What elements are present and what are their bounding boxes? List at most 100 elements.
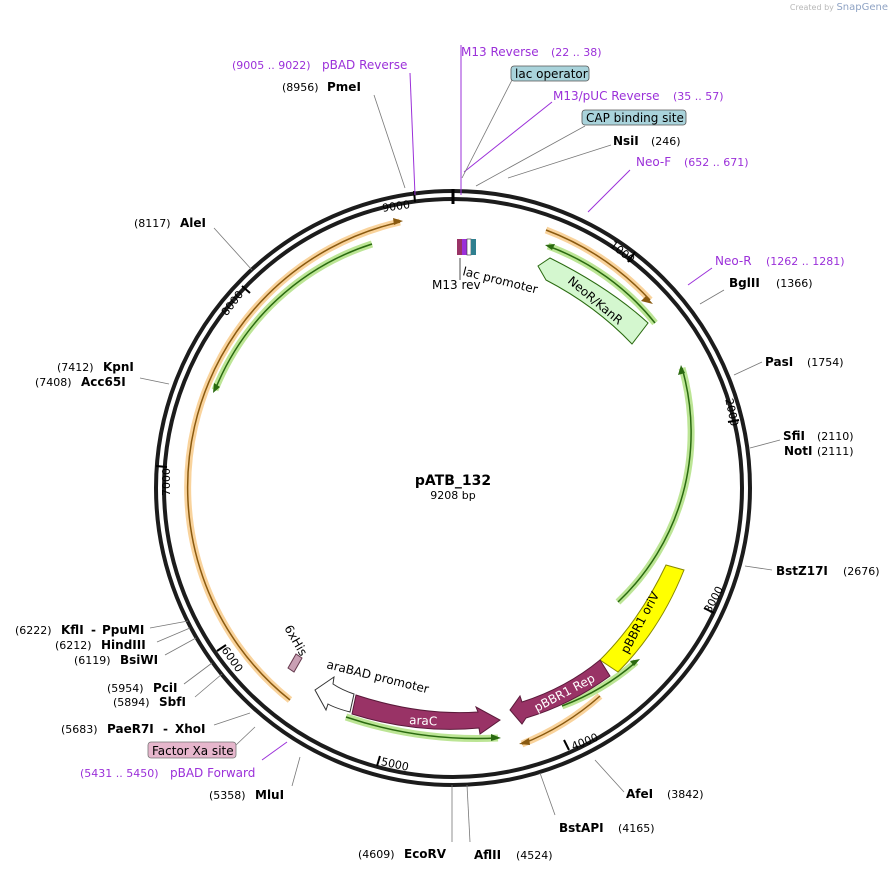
site-nsii[interactable]: NsiI (246) — [613, 134, 681, 148]
primer-marker — [462, 239, 467, 255]
misc-feature-factor-xa[interactable]: Factor Xa site — [147, 741, 237, 759]
site-bstapi[interactable]: BstAPI (4165) — [559, 821, 655, 835]
leader-afei — [594, 759, 625, 793]
site-bstapi-pos: (4165) — [618, 822, 655, 835]
site-bsiwi-pos: (6119) — [74, 654, 111, 667]
misc-feature-cap-site[interactable]: CAP binding site — [581, 109, 687, 126]
orf-head-green-right — [678, 365, 685, 375]
feature-6xhis[interactable]: 6xHis — [281, 623, 310, 673]
primer-neo-r[interactable]: Neo-R (1262 .. 1281) — [715, 254, 845, 268]
cap-site-label: CAP binding site — [586, 111, 684, 125]
site-bstz17i-name: BstZ17I — [776, 564, 828, 578]
site-pasi-name: PasI — [765, 355, 793, 369]
site-ecorv[interactable]: (4609) EcoRV — [358, 847, 447, 861]
site-kfli-ppumi[interactable]: (6222) KflI - PpuMI — [15, 623, 144, 637]
factor-xa-box — [147, 741, 237, 759]
site-bsiwi[interactable]: (6119) BsiWI — [74, 653, 158, 667]
leader-lines — [139, 45, 781, 843]
site-bstz17i[interactable]: BstZ17I (2676) — [776, 564, 880, 578]
leader-aflii — [466, 784, 471, 843]
primer-neo-f-name: Neo-F — [636, 155, 671, 169]
site-ecorv-name: EcoRV — [404, 847, 447, 861]
tick-mark-7000 — [155, 465, 168, 468]
tick-mark-4000 — [563, 739, 570, 751]
tick-mark-2000 — [727, 419, 740, 423]
orf-head-top-right — [641, 296, 653, 304]
plasmid-size: 9208 bp — [430, 489, 475, 502]
feature-lac-promoter-cluster[interactable]: M13 rev lac promoter — [432, 238, 539, 297]
site-kfli-name: KflI — [61, 623, 84, 637]
site-acc65i[interactable]: (7408) Acc65I — [35, 375, 126, 389]
site-kpni[interactable]: (7412) KpnI — [57, 360, 134, 374]
tick-mark-1000 — [627, 251, 636, 263]
site-noti[interactable]: NotI (2111) — [784, 444, 854, 458]
site-pmei[interactable]: (8956) PmeI — [282, 80, 361, 94]
primer-neo-r-name: Neo-R — [715, 254, 752, 268]
primer-neo-f[interactable]: Neo-F (652 .. 671) — [636, 155, 749, 169]
site-alei[interactable]: (8117) AleI — [134, 216, 206, 230]
site-afei[interactable]: AfeI (3842) — [626, 787, 704, 801]
site-pasi[interactable]: PasI (1754) — [765, 355, 844, 369]
site-aflii[interactable]: AflII (4524) — [474, 848, 553, 862]
site-noti-name: NotI — [784, 444, 813, 458]
site-hindiii[interactable]: (6212) HindIII — [55, 638, 146, 652]
site-xhoi-name: XhoI — [175, 722, 206, 736]
primer-pbad-forward-name: pBAD Forward — [170, 766, 255, 780]
arac-label: araC — [409, 713, 438, 728]
site-paer7i-name: PaeR7I — [107, 722, 154, 736]
primer-pbad-reverse[interactable]: (9005 .. 9022) pBAD Reverse — [232, 58, 407, 72]
primer-m13-reverse-pos: (22 .. 38) — [551, 46, 602, 59]
primer-m13-reverse[interactable]: M13 Reverse (22 .. 38) — [461, 45, 602, 59]
primer-pbad-forward[interactable]: (5431 .. 5450) pBAD Forward — [80, 766, 255, 780]
orf-line-green-right — [617, 367, 692, 603]
plasmid-name: pATB_132 — [415, 473, 491, 489]
site-acc65i-name: Acc65I — [81, 375, 126, 389]
tick-mark-5000 — [376, 755, 381, 767]
leader-sbfi — [194, 673, 223, 698]
site-sbfi[interactable]: (5894) SbfI — [113, 695, 186, 709]
misc-feature-lac-operator[interactable]: lac operator — [510, 65, 590, 82]
primer-m13puc-reverse[interactable]: M13/pUC Reverse (35 .. 57) — [553, 89, 724, 103]
tick-mark-3000 — [703, 607, 715, 614]
orf-head-left — [393, 218, 403, 225]
cap-site-marker — [471, 239, 476, 255]
orange-orfs — [184, 218, 653, 748]
orf-line-top-right — [545, 229, 651, 301]
site-bstz17i-pos: (2676) — [843, 565, 880, 578]
site-pasi-pos: (1754) — [807, 356, 844, 369]
pbbr1-oriv-box — [599, 564, 685, 673]
site-bglii[interactable]: BglII (1366) — [729, 276, 813, 290]
site-mlui[interactable]: (5358) MluI — [209, 788, 284, 802]
feature-arac[interactable]: araC — [351, 694, 501, 735]
site-hindiii-name: HindIII — [101, 638, 146, 652]
site-bglii-name: BglII — [729, 276, 760, 290]
site-kpni-name: KpnI — [103, 360, 134, 374]
factor-xa-label: Factor Xa site — [152, 744, 234, 758]
primer-m13puc-reverse-pos: (35 .. 57) — [673, 90, 724, 103]
site-paer7i-xhoi[interactable]: (5683) PaeR7I - XhoI — [61, 722, 206, 736]
primer-neo-f-pos: (652 .. 671) — [684, 156, 749, 169]
primer-m13-reverse-name: M13 Reverse — [461, 45, 539, 59]
orf-glow-green-right — [615, 367, 695, 605]
leader-mlui — [291, 756, 301, 787]
orf-head-green-bottom — [491, 734, 501, 741]
tick-label-9000: 9000 — [381, 198, 411, 215]
orf-line-green-bottom — [345, 716, 499, 740]
cap-site-box — [581, 109, 687, 126]
site-pmei-pos: (8956) — [282, 81, 319, 94]
primer-m13puc-reverse-name: M13/pUC Reverse — [553, 89, 660, 103]
orf-line-left — [186, 221, 401, 701]
orf-head-green-top — [545, 244, 555, 250]
snapgene-credit: Created by SnapGene — [790, 2, 888, 13]
leader-xhoi — [213, 712, 251, 726]
site-pcii[interactable]: (5954) PciI — [107, 681, 178, 695]
primer-pbad-reverse-pos: (9005 .. 9022) — [232, 59, 311, 72]
leader-kfli — [149, 620, 189, 629]
site-sbfi-pos: (5894) — [113, 696, 150, 709]
tick-label-2000: 2000 — [722, 397, 741, 427]
site-sfii[interactable]: SfiI (2110) — [783, 429, 854, 443]
site-mlui-pos: (5358) — [209, 789, 246, 802]
lac-operator-box — [510, 65, 590, 82]
leader-alei — [213, 227, 253, 271]
m13rev-label: M13 rev — [432, 278, 481, 292]
